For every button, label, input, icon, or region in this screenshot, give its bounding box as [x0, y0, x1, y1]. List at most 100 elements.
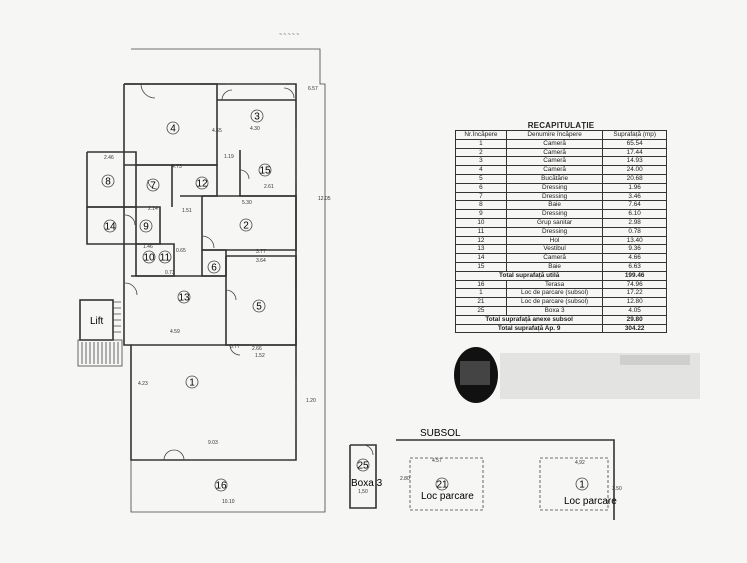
room-label-10: 10 — [143, 253, 155, 264]
door-arc — [239, 169, 250, 180]
room-name-cell: Dressing — [505, 182, 604, 193]
room-area-cell: 7.64 — [602, 200, 667, 211]
col-header: Denumire încăpere — [505, 130, 604, 140]
p21-width: 4.57 — [432, 458, 442, 464]
room-label-6: 6 — [211, 263, 217, 274]
room-name-cell: Baie — [505, 200, 604, 211]
room-number-cell: 1 — [455, 138, 507, 149]
lift-label: Lift — [90, 316, 104, 327]
room-label-2: 2 — [243, 221, 249, 232]
room-label-8: 8 — [105, 177, 111, 188]
room-area-cell: 4.66 — [602, 253, 667, 263]
dim-label: 2.14 — [148, 206, 158, 212]
room-name-cell: Terasa — [505, 279, 604, 290]
room-number-cell: 10 — [455, 217, 507, 228]
room-number-cell: 6 — [455, 182, 507, 193]
col-header: Suprafață (mp) — [602, 130, 667, 140]
stair-steps — [81, 301, 121, 364]
boxa-marker — [356, 458, 370, 472]
dim-label: 6.57 — [308, 86, 318, 92]
dim-label: 0.65 — [176, 248, 186, 254]
dim-label: 12.05 — [318, 196, 331, 202]
room-name-cell: Dressing — [505, 191, 604, 202]
room-name-cell: Cameră — [505, 156, 604, 167]
room-name-cell: Dressing — [505, 226, 604, 237]
room-area-cell: 4.05 — [602, 305, 667, 316]
room-name-cell: Cameră — [505, 147, 604, 158]
room-name-cell: Cameră — [505, 253, 604, 263]
dim-label: 1.52 — [255, 353, 265, 359]
dim-label: 3.64 — [256, 258, 266, 264]
dim-label: 2.61 — [264, 184, 274, 190]
room-number-cell: 14 — [455, 253, 507, 263]
p21-marker — [435, 477, 449, 491]
room-name-cell: Hol — [505, 235, 604, 246]
room-number-cell: 7 — [455, 191, 507, 202]
dim-label: 0.73 — [165, 270, 175, 276]
boxa-width: 1,50 — [358, 489, 368, 495]
room-name-cell: Loc de parcare (subsol) — [505, 297, 604, 307]
room-area-cell: 65.54 — [602, 138, 667, 149]
room-number-cell: 25 — [455, 305, 507, 316]
dim-label: 0.77 — [230, 344, 240, 350]
door-arc — [362, 444, 374, 456]
room-markers: 1 2 3 4 5 6 7 8 9 10 11 12 13 14 15 16 — [101, 109, 272, 492]
dimension-labels: 6.57 12.05 4.30 4.65 4.73 2.46 1.19 2.61… — [104, 86, 331, 505]
recap-table-panel: RECAPITULAȚIE Nr.Încăpere Denumire încăp… — [454, 121, 667, 334]
room-label-9: 9 — [143, 222, 149, 233]
dim-label: 9.03 — [208, 440, 218, 446]
redaction-blot — [454, 347, 700, 403]
top-mark: ~ ~ ~ ~ ~ — [279, 32, 299, 38]
room-label-16: 16 — [215, 481, 227, 492]
total-value-cell: 304.22 — [602, 323, 667, 334]
boxa-3-walls — [349, 444, 377, 509]
parking-outline — [396, 439, 615, 520]
dim-label: 1.46 — [143, 244, 153, 250]
boxa-number: 25 — [357, 461, 369, 472]
door-arc — [221, 87, 295, 101]
room-number-cell: 21 — [455, 297, 507, 307]
door-arc — [124, 179, 158, 226]
room-area-cell: 6.63 — [602, 261, 667, 272]
room-name-cell: Dressing — [505, 209, 604, 219]
dim-label: 1.19 — [224, 154, 234, 160]
room-name-cell: Grup sanitar — [505, 217, 604, 228]
room-area-cell: 6.10 — [602, 209, 667, 219]
p1-label: Loc parcare — [564, 496, 617, 507]
room-area-cell: 13.40 — [602, 235, 667, 246]
recap-header-row: Nr.Încăpere Denumire încăpere Suprafață … — [455, 130, 667, 140]
door-arc — [140, 83, 156, 99]
room-area-cell: 17.44 — [602, 147, 667, 158]
room-number-cell: 2 — [455, 147, 507, 158]
dim-label: 4.30 — [250, 126, 260, 132]
room-number-cell: 12 — [455, 235, 507, 246]
room-name-cell: Boxa 3 — [505, 305, 604, 316]
room-area-cell: 74.96 — [602, 279, 667, 290]
room-name-cell: Loc de parcare (subsol) — [505, 288, 604, 299]
terrace-boundary — [130, 48, 326, 513]
p1-number: 1 — [579, 480, 585, 491]
room-label-12: 12 — [196, 179, 208, 190]
p21-height: 2.80 — [400, 476, 410, 482]
col-header: Nr.Încăpere — [455, 130, 507, 140]
room-label-14: 14 — [104, 222, 116, 233]
room-number-cell: 11 — [455, 226, 507, 237]
dim-label: 5.30 — [242, 200, 252, 206]
boxa-label: Boxa 3 — [351, 478, 383, 489]
room-number-cell: 16 — [455, 279, 507, 290]
room-area-cell: 2.98 — [602, 217, 667, 228]
room-area-cell: 12.80 — [602, 297, 667, 307]
dim-label: 4.73 — [172, 164, 182, 170]
dim-label: 10.10 — [222, 499, 235, 505]
room-12-walls — [172, 164, 218, 197]
